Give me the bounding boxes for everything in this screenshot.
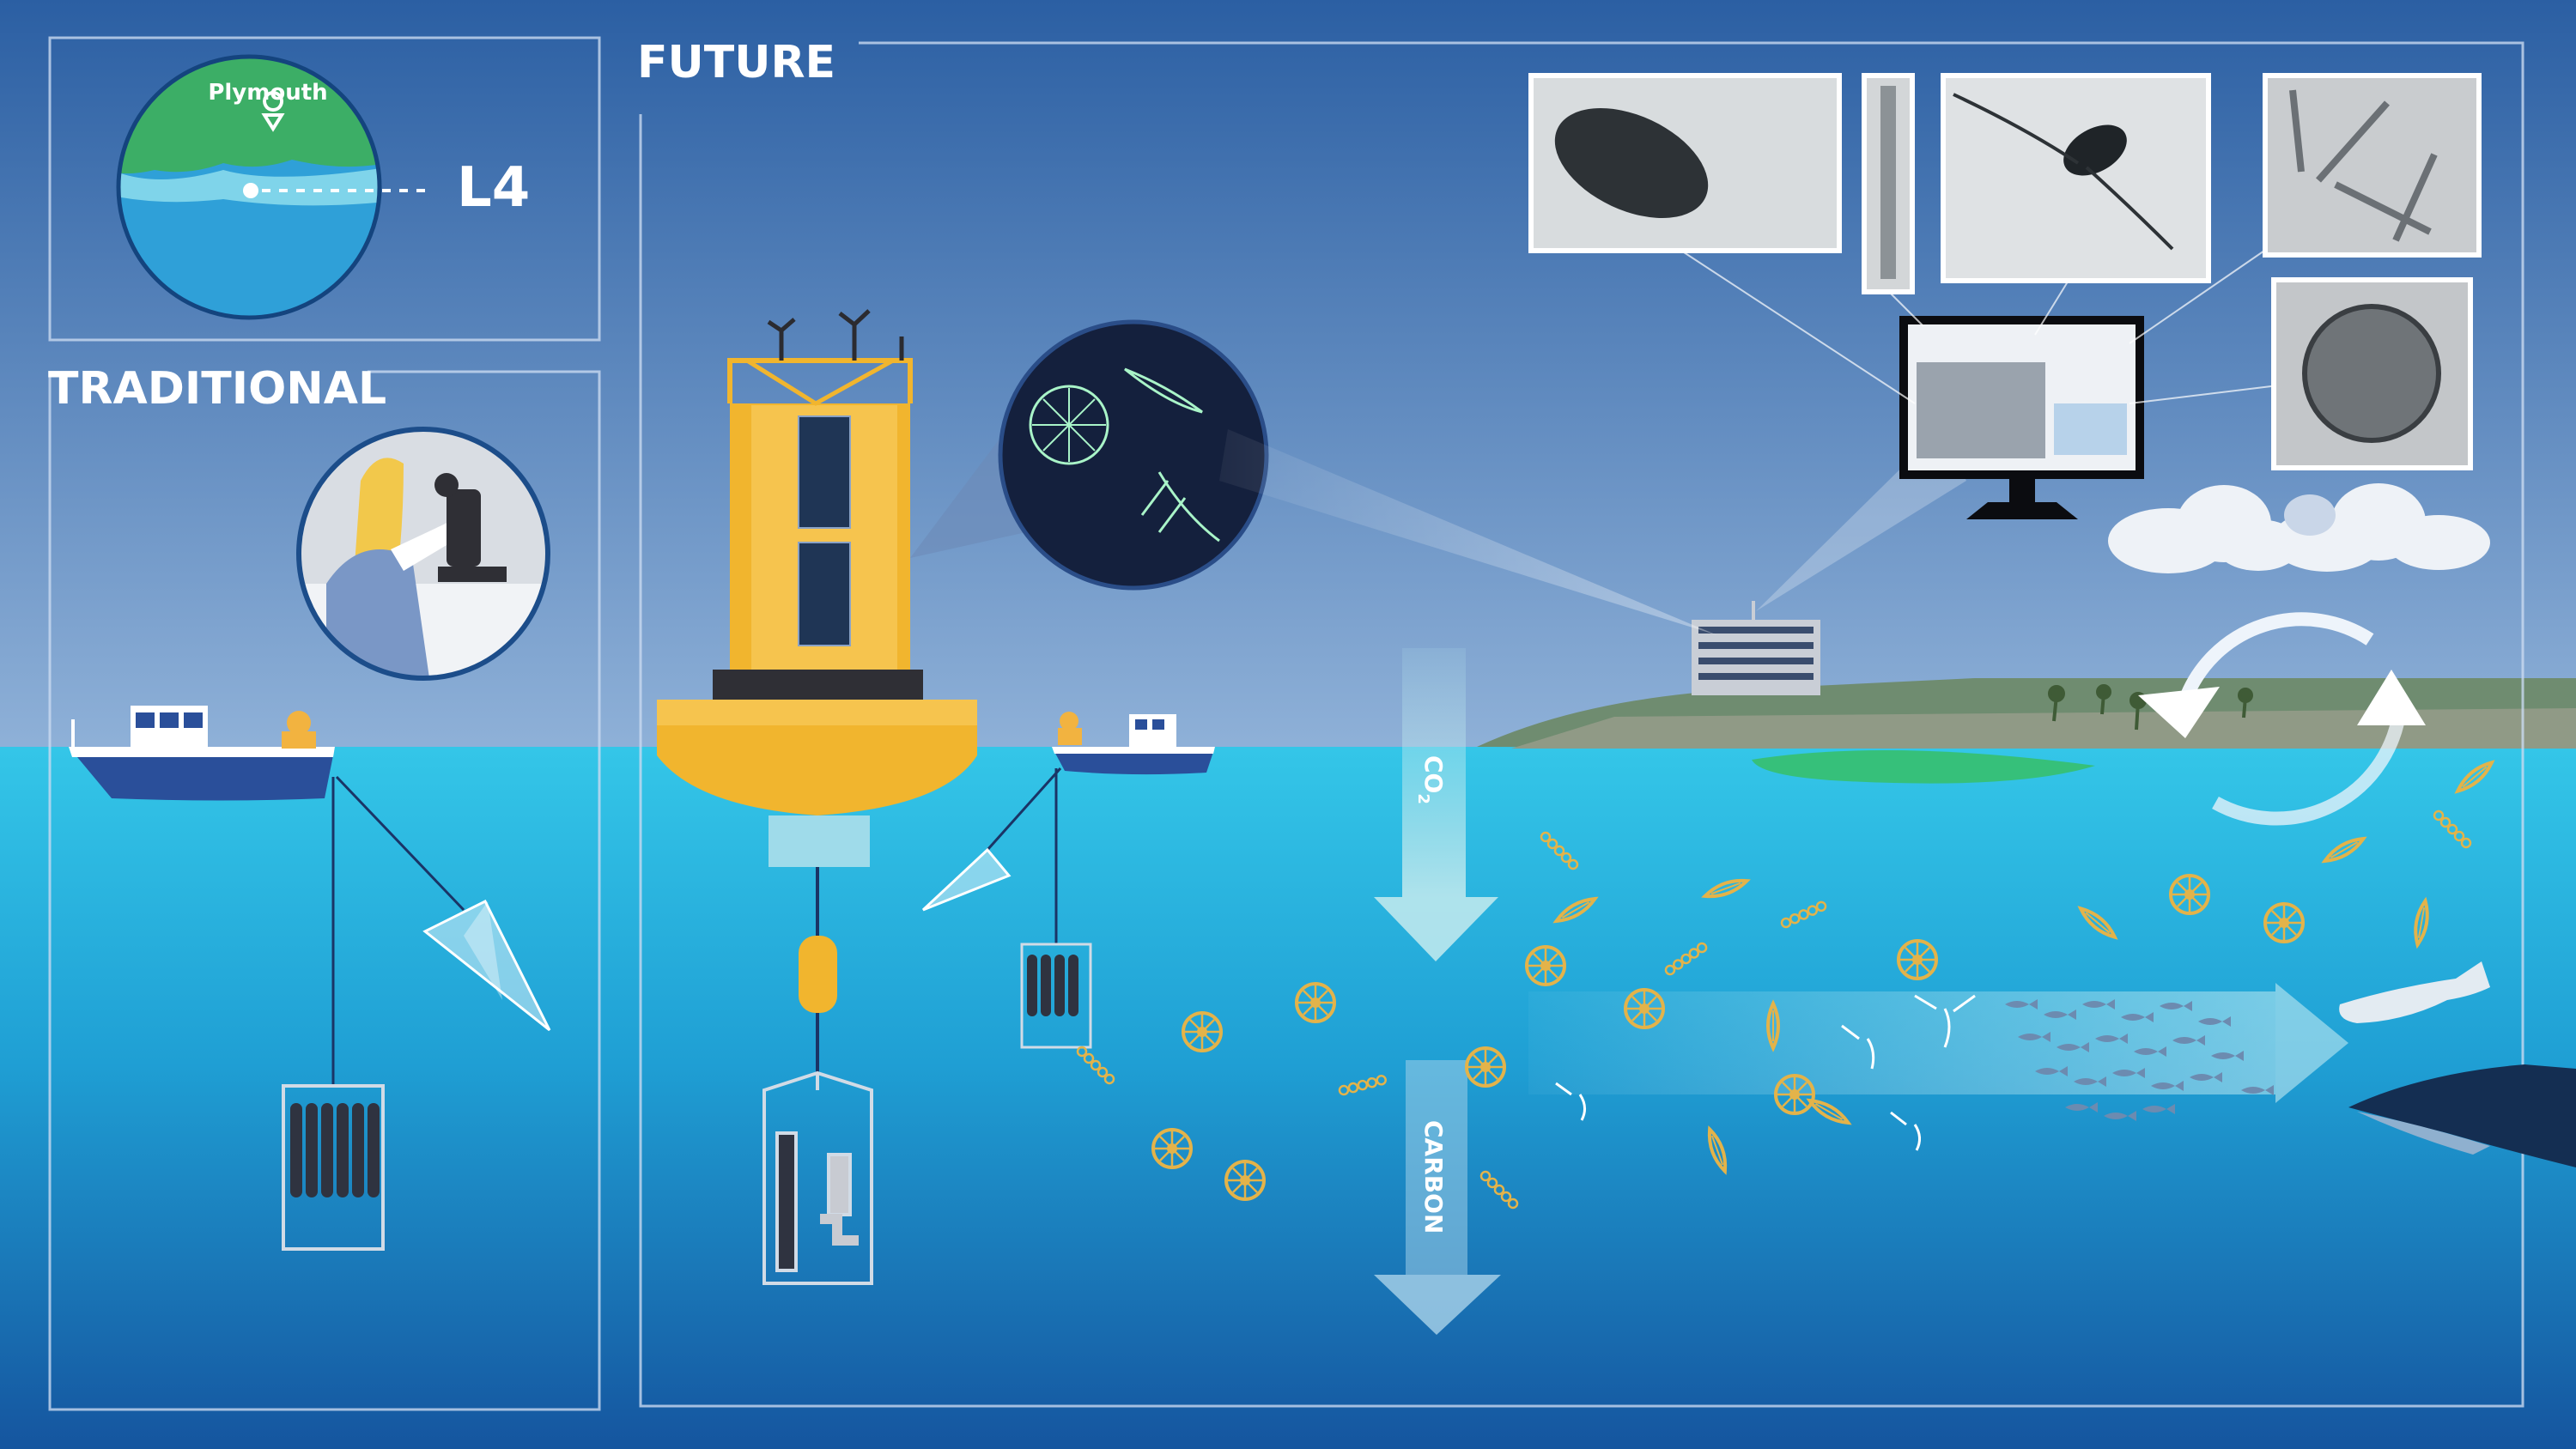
sea: [0, 747, 2576, 1449]
subsurface-float: [799, 936, 837, 1013]
round-cell-image: [2271, 277, 2473, 470]
copepod-2-image: [1941, 73, 2211, 283]
cloud-icon: [2108, 483, 2490, 573]
wind-turbine-icon: [767, 309, 904, 361]
whale-icon: [2348, 1064, 2576, 1167]
data-beam: [1219, 429, 1717, 635]
ctd-rosette-icon: [1020, 943, 1092, 1049]
research-boat-icon: [1052, 712, 1215, 775]
scientist-microscope-icon: [296, 427, 550, 681]
lab-building-icon: [1692, 601, 1820, 695]
needle-diatom-image: [2263, 73, 2482, 258]
copepod-icon: [1555, 994, 1976, 1151]
traditional-title: TRADITIONAL: [48, 363, 386, 415]
seagrass-patch: [1752, 750, 2095, 784]
imager-cone: [910, 403, 1026, 558]
research-boat-icon: [69, 706, 335, 801]
co2-down-arrow: [1374, 648, 1498, 961]
co2-label: CO2: [1414, 755, 1448, 804]
carbon-down-arrow: [1374, 1060, 1501, 1335]
ctd-rosette-icon: [282, 1073, 385, 1251]
station-label: L4: [457, 156, 530, 220]
sensor-cage-icon: [762, 1070, 873, 1285]
carbon-label: CARBON: [1419, 1120, 1448, 1234]
plankton-net-icon: [921, 847, 1012, 912]
computer-monitor-icon: [1899, 316, 2144, 519]
future-title: FUTURE: [637, 37, 835, 88]
copepod-image: [1528, 73, 1842, 253]
station-dot: [243, 183, 258, 198]
plankton-net-icon: [422, 899, 551, 1032]
plankton-imager-icon: [998, 319, 1269, 591]
panel-frames: [48, 36, 2524, 1411]
globe-map-icon: [118, 57, 380, 318]
cycle-arrows-icon: [2178, 612, 2407, 826]
seal-icon: [2339, 961, 2490, 1023]
monitoring-buoy-icon: [657, 309, 977, 867]
solar-panel-icon: [798, 415, 851, 646]
diatom-chain-image: [1862, 73, 1915, 294]
food-web-arrow: [1528, 983, 2348, 1103]
location-pin-icon: [261, 91, 285, 132]
